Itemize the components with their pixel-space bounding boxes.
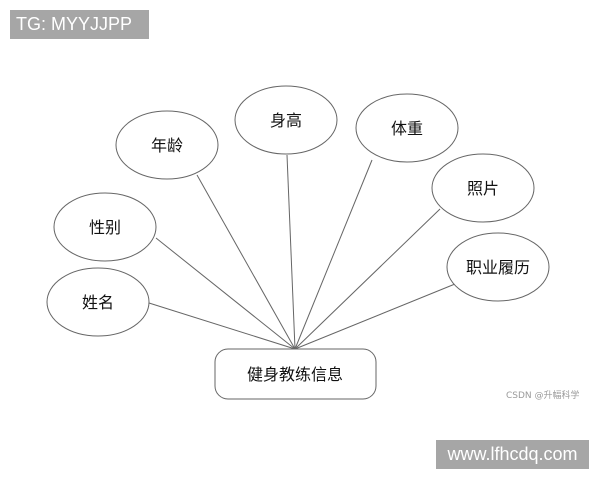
attr-ellipse-gender [53,192,157,262]
connector-photo [294,208,441,350]
entity-label: 健身教练信息 [247,365,343,384]
attr-label-name: 姓名 [82,293,114,312]
attr-ellipse-name [46,267,150,337]
attr-ellipse-photo [431,153,535,223]
attr-label-age: 年龄 [151,136,183,155]
connector-gender [155,237,296,350]
entity-box [214,348,377,400]
credit-text: CSDN @升幅科学 [506,391,580,401]
connector-name [148,302,296,350]
attr-ellipse-height [234,85,338,155]
attr-label-photo: 照片 [467,179,499,198]
attr-label-career: 职业履历 [466,258,530,277]
attr-ellipse-career [446,232,550,302]
watermark-top-left: TG: MYYJJPP [10,10,149,39]
attr-label-height: 身高 [270,111,302,130]
connector-weight [294,159,373,350]
connector-age [196,174,296,350]
attr-ellipse-weight [355,93,459,163]
attr-label-weight: 体重 [391,119,423,138]
connector-career [294,283,456,350]
attr-ellipse-age [115,110,219,180]
connector-height [286,154,296,350]
attr-label-gender: 性别 [89,218,121,237]
watermark-bottom-right: www.lfhcdq.com [436,440,589,469]
